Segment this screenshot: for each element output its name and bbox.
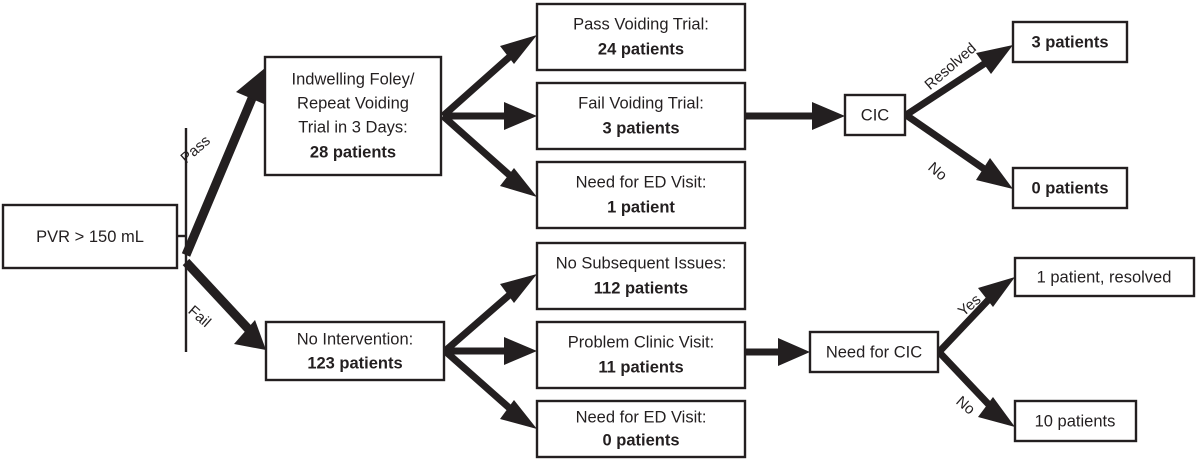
edge-label-yes: Yes <box>955 291 985 320</box>
node-problem-clinic-visit-label: Problem Clinic Visit: <box>568 333 714 351</box>
node-pvr-root-text: PVR > 150 mL <box>36 228 144 246</box>
node-pass-voiding-trial-value: 24 patients <box>598 40 684 58</box>
node-no-intervention[interactable]: No Intervention: 123 patients <box>264 320 446 382</box>
node-cic-no-result-text: 0 patients <box>1031 179 1108 197</box>
node-need-cic-yes-result-text: 1 patient, resolved <box>1037 268 1172 286</box>
node-cic[interactable]: CIC <box>843 93 907 137</box>
node-need-for-cic-text: Need for CIC <box>826 343 922 361</box>
node-need-for-ed-visit-top-value: 1 patient <box>607 198 675 216</box>
node-pvr-root[interactable]: PVR > 150 mL <box>1 203 179 270</box>
node-problem-clinic-visit[interactable]: Problem Clinic Visit: 11 patients <box>535 320 747 390</box>
edge-indwelling-to-fail-voiding <box>443 102 537 130</box>
edge-root-to-indwelling <box>181 68 265 257</box>
node-cic-resolved-result[interactable]: 3 patients <box>1011 20 1129 64</box>
node-cic-text: CIC <box>861 106 890 124</box>
edge-fail-voiding-to-cic <box>745 102 845 130</box>
node-problem-clinic-visit-value: 11 patients <box>598 358 683 376</box>
edge-label-pass: Pass <box>177 132 213 167</box>
edge-root-to-no-intervention <box>182 258 266 350</box>
node-no-subsequent-issues[interactable]: No Subsequent Issues: 112 patients <box>535 241 747 311</box>
node-need-for-ed-visit-top[interactable]: Need for ED Visit: 1 patient <box>535 160 747 230</box>
node-no-intervention-label: No Intervention: <box>297 330 413 348</box>
edge-label-cic-no: No <box>925 159 951 184</box>
node-indwelling-foley-line1: Indwelling Foley/ <box>292 70 415 88</box>
node-need-for-ed-visit-bottom-value: 0 patients <box>602 431 679 449</box>
node-need-cic-no-result-text: 10 patients <box>1035 412 1116 430</box>
edge-cic-to-no <box>904 112 1013 189</box>
node-fail-voiding-trial-label: Fail Voiding Trial: <box>578 94 704 112</box>
node-cic-no-result[interactable]: 0 patients <box>1011 166 1129 210</box>
node-need-for-cic[interactable]: Need for CIC <box>808 330 940 374</box>
node-no-subsequent-issues-label: No Subsequent Issues: <box>556 254 727 272</box>
node-need-cic-no-result[interactable]: 10 patients <box>1013 399 1138 443</box>
node-indwelling-foley-line3: Trial in 3 Days: <box>298 118 407 136</box>
edge-cic-to-resolved <box>904 45 1013 118</box>
node-indwelling-foley[interactable]: Indwelling Foley/ Repeat Voiding Trial i… <box>263 55 443 177</box>
edge-problem-clinic-to-need-cic <box>745 338 810 366</box>
edge-need-cic-to-no <box>936 349 1015 427</box>
node-no-intervention-value: 123 patients <box>307 354 402 372</box>
node-indwelling-foley-value: 28 patients <box>310 143 396 161</box>
node-no-subsequent-issues-value: 112 patients <box>594 279 688 297</box>
node-need-for-ed-visit-bottom[interactable]: Need for ED Visit: 0 patients <box>535 399 747 459</box>
node-cic-resolved-result-text: 3 patients <box>1031 33 1108 51</box>
node-need-for-ed-visit-top-label: Need for ED Visit: <box>576 173 707 191</box>
node-need-for-ed-visit-bottom-label: Need for ED Visit: <box>576 408 707 426</box>
node-indwelling-foley-line2: Repeat Voiding <box>297 94 409 112</box>
edges-layer <box>177 35 1015 429</box>
node-fail-voiding-trial[interactable]: Fail Voiding Trial: 3 patients <box>535 81 747 151</box>
edge-label-fail: Fail <box>185 302 214 331</box>
edge-no-intervention-to-no-issues <box>442 274 537 354</box>
node-pass-voiding-trial[interactable]: Pass Voiding Trial: 24 patients <box>535 2 747 72</box>
node-need-cic-yes-result[interactable]: 1 patient, resolved <box>1013 256 1196 298</box>
node-fail-voiding-trial-value: 3 patients <box>602 119 679 137</box>
edge-need-cic-to-yes <box>936 277 1015 355</box>
edge-indwelling-to-pass-voiding <box>440 35 537 119</box>
node-pass-voiding-trial-label: Pass Voiding Trial: <box>573 15 709 33</box>
edge-no-intervention-to-ed-visit <box>442 348 537 429</box>
edge-indwelling-to-ed-visit <box>440 113 537 197</box>
edge-no-intervention-to-problem-clinic <box>445 337 537 365</box>
edge-label-need-cic-no: No <box>953 393 979 418</box>
